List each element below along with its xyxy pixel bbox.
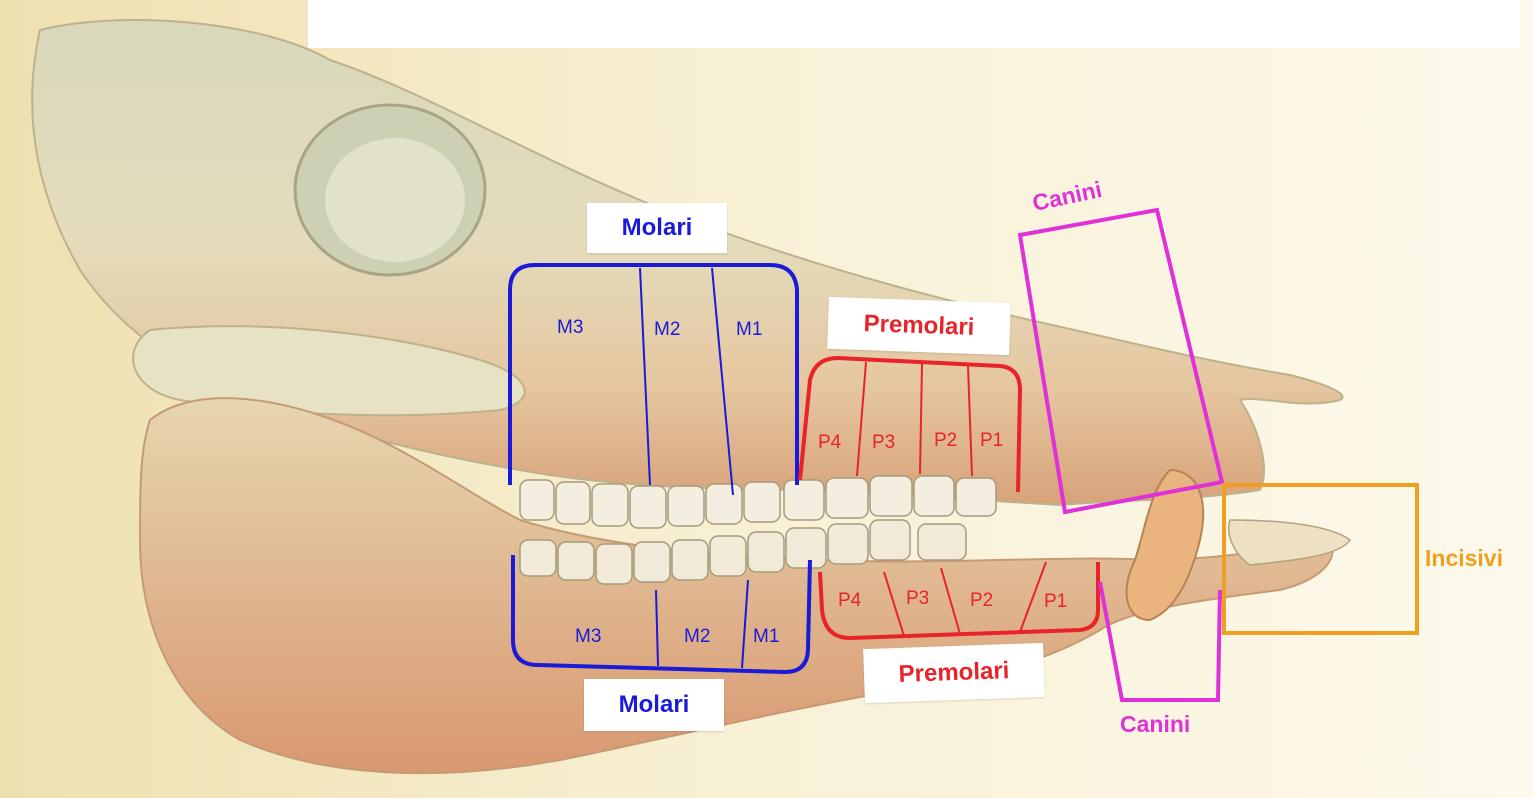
lower-molar-label: M2: [684, 627, 710, 647]
lower-premolar-label: P4: [838, 591, 861, 611]
molars-upper-label: Molari: [587, 203, 727, 253]
lower-premolar-label: P2: [970, 591, 993, 611]
upper-molar-label: M1: [736, 320, 762, 340]
eye-socket-inner: [325, 138, 465, 262]
upper-premolar-label: P4: [818, 433, 841, 453]
molars-lower-label: Molari: [584, 679, 724, 731]
upper-premolar-label: P3: [872, 433, 895, 453]
canines-lower-label: Canini: [1120, 711, 1190, 738]
lower-premolar-label: P3: [906, 589, 929, 609]
top-white-panel: [308, 0, 1520, 48]
lower-molar-label: M3: [575, 627, 601, 647]
upper-molar-label: M3: [557, 318, 583, 338]
premolars-upper-label: Premolari: [827, 297, 1011, 355]
upper-premolar-label: P1: [980, 431, 1003, 451]
lower-premolar-label: P1: [1044, 592, 1067, 612]
upper-molar-label: M2: [654, 320, 680, 340]
premolars-lower-label: Premolari: [863, 643, 1045, 703]
upper-premolar-label: P2: [934, 431, 957, 451]
incisors-label: Incisivi: [1425, 545, 1503, 572]
lower-molar-label: M1: [753, 627, 779, 647]
